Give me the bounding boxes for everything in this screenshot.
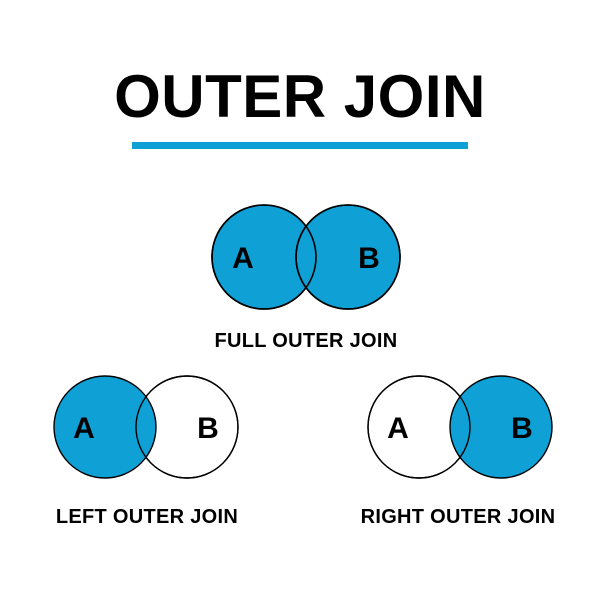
venn-circle-b: [449, 375, 553, 479]
venn-diagram-right-outer-join: A B: [366, 374, 554, 480]
venn-circle-b-outline: [295, 204, 401, 310]
venn-diagram-full-outer-join: A B: [210, 203, 402, 311]
venn-circle-a-outline: [367, 375, 471, 479]
venn-label-b: B: [358, 242, 380, 275]
venn-circle-a: [53, 375, 157, 479]
venn-label-a: A: [232, 242, 254, 275]
venn-label-b: B: [197, 412, 219, 445]
venn-circle-b-outline: [135, 375, 239, 479]
caption-left-outer-join: LEFT OUTER JOIN: [55, 506, 239, 528]
venn-label-a: A: [73, 412, 95, 445]
venn-diagram-left-outer-join: A B: [52, 374, 240, 480]
venn-circle-a-outline: [211, 204, 317, 310]
caption-right-outer-join: RIGHT OUTER JOIN: [360, 506, 556, 528]
title-underline-rule: [132, 142, 468, 149]
page-title: OUTER JOIN: [114, 63, 486, 130]
venn-label-a: A: [387, 412, 409, 445]
venn-label-b: B: [511, 412, 533, 445]
caption-full-outer-join: FULL OUTER JOIN: [214, 330, 398, 352]
